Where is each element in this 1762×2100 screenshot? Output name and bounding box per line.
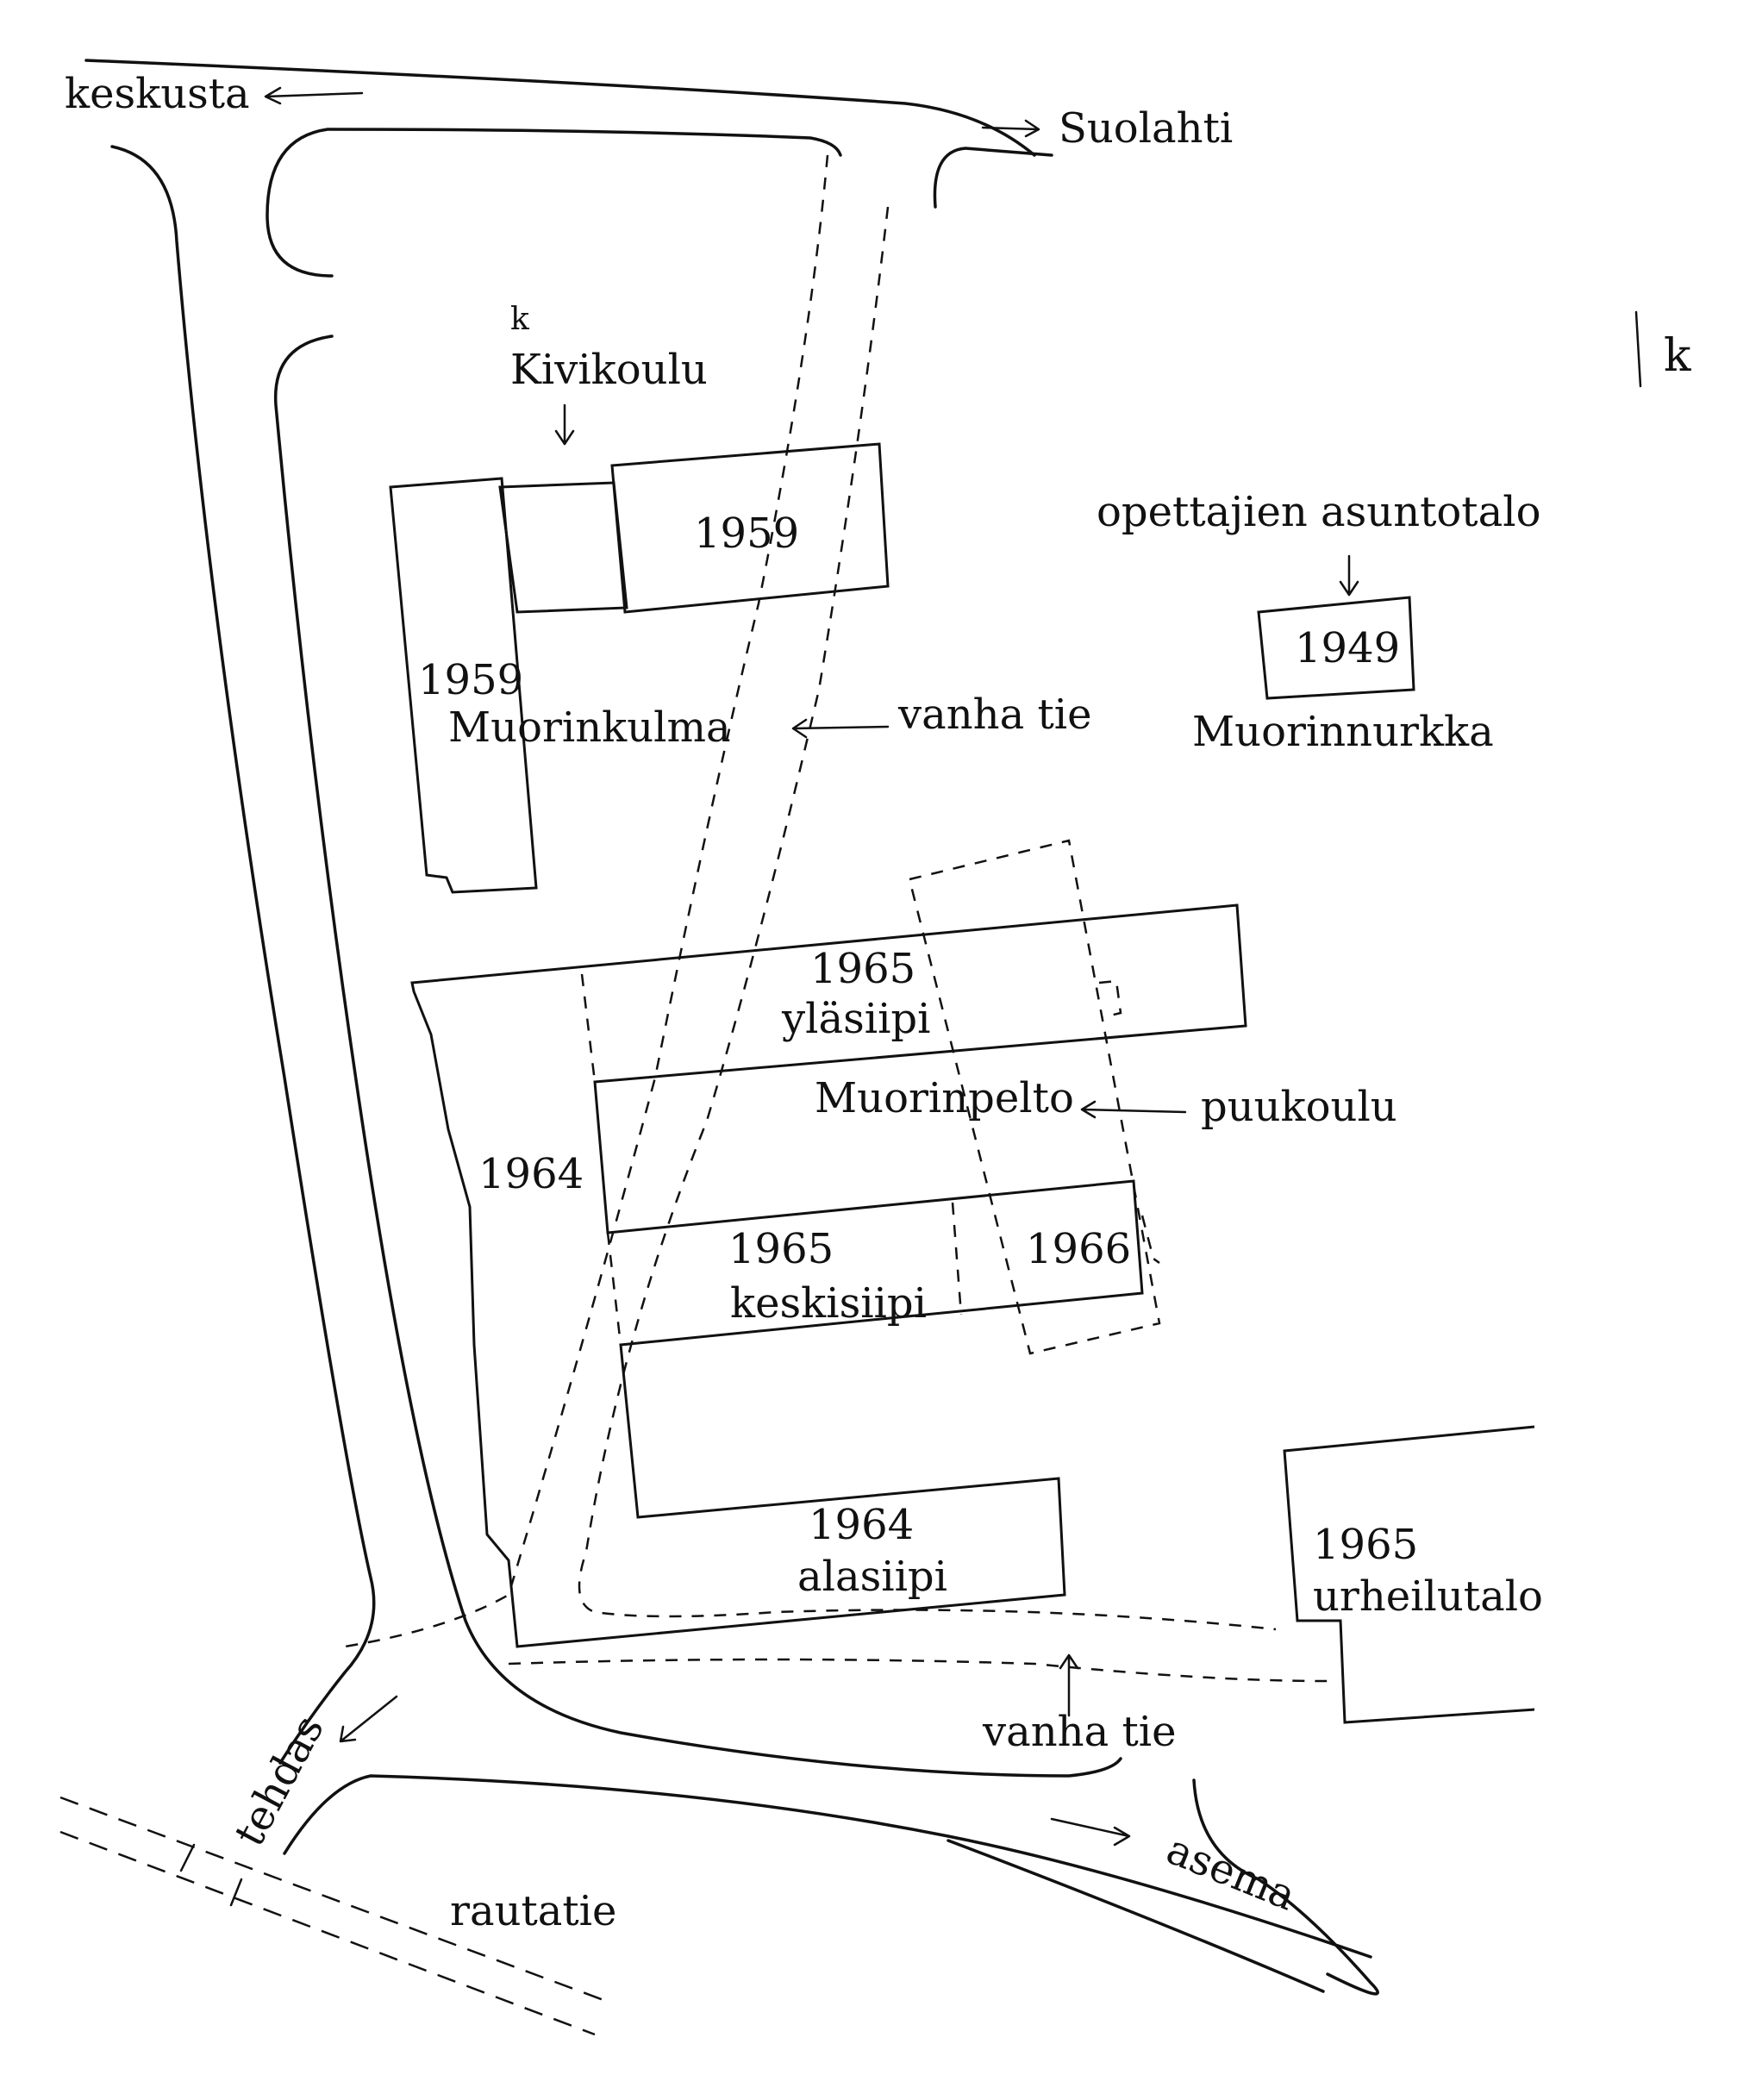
label-alasiipi-year: 1964 bbox=[809, 1501, 914, 1549]
building-1964-complex bbox=[410, 903, 1247, 1648]
tehdas-road-edge bbox=[283, 1774, 1372, 1959]
label-kivikoulu-mark: k bbox=[510, 302, 530, 337]
building-muorinkulma bbox=[389, 477, 538, 894]
railway-tick-left bbox=[179, 1843, 196, 1872]
ylasiipi-boundary bbox=[580, 973, 597, 1083]
suolahti-branch-edge bbox=[933, 147, 1053, 209]
top-road-edge bbox=[84, 59, 1036, 157]
asema-road-edge bbox=[1192, 1778, 1379, 1996]
label-tehdas: tehdas bbox=[225, 1708, 334, 1854]
label-opettajien: opettajien asuntotalo bbox=[1097, 488, 1540, 536]
label-1964-block: 1964 bbox=[478, 1150, 584, 1198]
building-connector bbox=[498, 481, 628, 614]
arrow-vanha-tie-upper bbox=[791, 718, 890, 739]
arrow-puukoulu bbox=[1080, 1100, 1187, 1119]
vanha-tie-right-edge bbox=[578, 206, 1277, 1631]
label-alasiipi: alasiipi bbox=[797, 1553, 947, 1601]
label-keskusta: keskusta bbox=[65, 70, 250, 118]
railway-tick-right bbox=[229, 1878, 243, 1907]
label-vanha-tie-upper: vanha tie bbox=[897, 691, 1091, 739]
label-margin-mark: k bbox=[1664, 330, 1691, 382]
asema-road-lower-edge bbox=[947, 1839, 1325, 1993]
label-muorinnurkka-year: 1949 bbox=[1295, 624, 1400, 672]
label-keskisiipi-year: 1965 bbox=[728, 1225, 834, 1273]
label-1966-block: 1966 bbox=[1026, 1225, 1131, 1273]
building-urheilutalo bbox=[1283, 1425, 1535, 1724]
arrow-to-tehdas bbox=[339, 1695, 398, 1743]
arrow-to-suolahti bbox=[981, 119, 1040, 138]
label-urheilutalo-year: 1965 bbox=[1313, 1521, 1418, 1569]
building-puukoulu-outline bbox=[908, 839, 1161, 1355]
railway-line-lower bbox=[59, 1830, 596, 2036]
label-suolahti: Suolahti bbox=[1059, 104, 1233, 153]
railway bbox=[59, 1796, 604, 2036]
label-rautatie: rautatie bbox=[450, 1887, 616, 1935]
label-muorinpelto: Muorinpelto bbox=[815, 1074, 1074, 1122]
label-ylasiipi: yläsiipi bbox=[781, 995, 931, 1043]
label-asema: asema bbox=[1160, 1825, 1303, 1920]
margin-tick bbox=[1634, 310, 1642, 388]
arrow-opettajien bbox=[1339, 554, 1359, 597]
arrow-kivikoulu bbox=[554, 403, 575, 446]
label-muorinkulma: Muorinkulma bbox=[448, 703, 731, 752]
keskisiipi-boundary bbox=[606, 1232, 622, 1346]
label-kivikoulu: Kivikoulu bbox=[510, 346, 708, 394]
label-puukoulu: puukoulu bbox=[1201, 1083, 1397, 1131]
label-urheilutalo: urheilutalo bbox=[1313, 1572, 1543, 1621]
arrows bbox=[264, 86, 1359, 1847]
buildings bbox=[389, 442, 1535, 1724]
road-lines bbox=[84, 59, 1379, 1996]
left-road-outer-edge bbox=[110, 145, 376, 1765]
labels: keskusta Suolahti k Kivikoulu 1959 1959 … bbox=[65, 70, 1691, 1935]
vanha-tie-left-edge bbox=[344, 154, 829, 1648]
puukoulu-notch-lower bbox=[1140, 1215, 1160, 1265]
label-kivikoulu-year: 1959 bbox=[694, 509, 799, 558]
building-muorinnurkka bbox=[1257, 596, 1415, 700]
left-road-inner-edge bbox=[273, 334, 1122, 1778]
old-road-dashed bbox=[344, 154, 1328, 1683]
vanha-tie-lower-edge bbox=[508, 1658, 1328, 1683]
label-muorinkulma-year: 1959 bbox=[418, 656, 523, 704]
label-keskisiipi: keskisiipi bbox=[730, 1279, 927, 1328]
puukoulu-notch-upper bbox=[1098, 979, 1122, 1019]
label-muorinnurkka: Muorinnurkka bbox=[1192, 708, 1494, 756]
railway-line-upper bbox=[59, 1796, 604, 2002]
block-corner-upper bbox=[266, 128, 842, 278]
label-vanha-tie-lower: vanha tie bbox=[982, 1708, 1176, 1756]
label-ylasiipi-year: 1965 bbox=[810, 945, 915, 993]
building-kivikoulu bbox=[610, 442, 890, 614]
arrow-vanha-tie-lower bbox=[1059, 1653, 1079, 1717]
block-1966-boundary bbox=[951, 1202, 963, 1316]
arrow-to-asema bbox=[1050, 1817, 1131, 1847]
arrow-to-keskusta bbox=[264, 86, 364, 105]
